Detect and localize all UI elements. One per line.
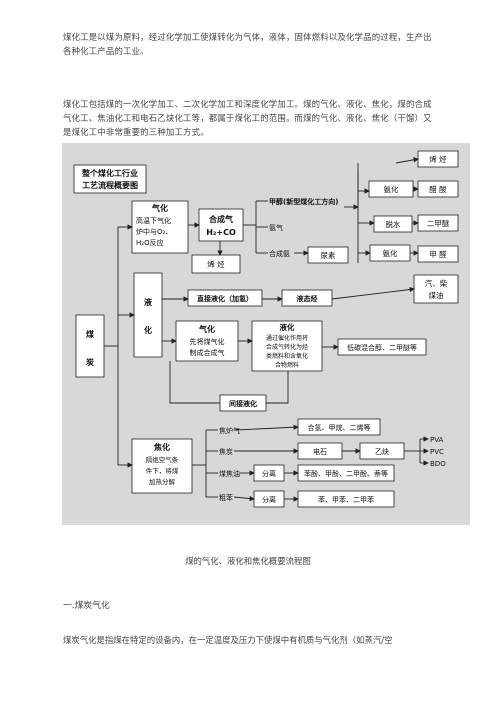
crude-benzene-label: 粗苯: [219, 493, 233, 502]
formaldehyde-label: 甲 醛: [429, 249, 447, 259]
indirect-liquefaction-label: 间接液化: [229, 399, 257, 408]
hydrogen-label: 合氢、甲烷、二烯等: [308, 423, 371, 432]
liquid-hydrocarbon-label: 液态烃: [297, 294, 318, 303]
gasification-line3: H₂O反应: [136, 238, 164, 247]
olefin-top-label: 烯 烃: [429, 154, 447, 164]
methanol-label: 甲醇(新型煤化工方向): [269, 197, 338, 206]
olefin-box-lower: [191, 254, 241, 274]
coal-box: [75, 314, 105, 378]
diagram-title-box: [73, 164, 147, 194]
section-title: 一.煤炭气化: [63, 601, 110, 611]
coal-label-2: 炭: [85, 357, 94, 367]
diagram-title-line2: 工艺流程概要图: [82, 180, 138, 190]
liquefaction-line2: 化: [144, 325, 152, 335]
synammonia-label: 合成氨: [269, 249, 290, 258]
bdo-label: BDO: [430, 460, 446, 468]
gasification-box: [131, 200, 189, 254]
coal-label-1: 煤: [86, 329, 94, 339]
coking-line3: 加热分解: [149, 477, 176, 486]
ammoxidation-label: 氨化: [383, 248, 398, 258]
diagram-title-line1: 整个煤化工行业: [81, 168, 138, 178]
syngas-line1: 合成气: [208, 214, 233, 224]
process-flow-diagram: 整个煤化工行业 工艺流程概要图 煤 炭 气化 高温下气化 炉中与O₂、 H₂O反…: [62, 143, 470, 525]
figure-caption: 煤的气化、液化和焦化概要流程图: [185, 556, 311, 566]
fuel-box: [413, 274, 459, 304]
coke-label: 焦炭: [219, 447, 233, 456]
pvc-label: PVC: [430, 448, 444, 456]
coke-gas-label: 焦炉气: [219, 426, 240, 435]
gasification-line1: 高温下气化: [136, 216, 171, 225]
gasification-paragraph: 煤炭气化是指煤在特定的设备内，在一定温度及压力下使煤中有机质与气化剂（如蒸汽/空: [63, 635, 393, 646]
gasification-line2: 炉中与O₂、: [136, 227, 172, 236]
liquefaction2-line1: 通过催化作用将: [266, 334, 308, 342]
coking-line1: 隔绝空气条: [146, 455, 179, 464]
liquefaction2-title: 液化: [280, 322, 295, 332]
gasification2-title: 气化: [198, 324, 215, 334]
benzenes-label: 苯、甲苯、二甲苯: [318, 495, 374, 504]
coking-box: [131, 438, 193, 494]
liquefaction-line1: 液: [144, 297, 152, 307]
fuel-line2: 煤油: [429, 290, 444, 300]
separate2-label: 分离: [262, 495, 276, 504]
dme-label: 二甲醚: [427, 218, 450, 228]
liquefaction2-line4: 合物燃料: [275, 361, 299, 369]
direct-liquefaction-label: 直接液化（加氢）: [197, 294, 253, 303]
gasification2-line2: 制成合成气: [190, 348, 225, 357]
fuel-line1: 汽、柴: [425, 278, 448, 288]
gasification2-box: [175, 320, 239, 362]
coking-line2: 件下，将煤: [146, 466, 179, 475]
carbide-label: 电石: [313, 447, 327, 456]
liquefaction2-box: [251, 320, 323, 372]
liquefaction2-line2: 合成气转化为烃: [266, 343, 308, 351]
phenols-label: 苯酚、甲酚、二甲酚、萘等: [304, 469, 388, 478]
ammonia-label: 氨气: [269, 223, 283, 232]
urea-label: 尿素: [321, 250, 336, 260]
liquefaction2-line3: 类燃料和含氧化: [266, 352, 308, 360]
coal-tar-label: 煤焦油: [219, 469, 240, 478]
acetylene-label: 乙炔: [375, 447, 389, 456]
acetic-label: 醋 酸: [429, 184, 447, 194]
dehydration-label: 脱水: [386, 219, 401, 229]
intro-paragraph: 煤化工是以煤为原料，经过化学加工使煤转化为气体，液体，固体燃料以及化学品的过程，…: [63, 32, 432, 56]
coking-title: 焦化: [153, 442, 170, 452]
gasification2-line1: 先将煤气化: [190, 337, 225, 346]
separate1-label: 分离: [262, 469, 276, 478]
syngas-line2: H₂+CO: [206, 228, 236, 237]
low-carbon-label: 低碳混合醇、二甲醚等: [347, 343, 417, 352]
scope-paragraph: 煤化工包括煤的一次化学加工、二次化学加工和深度化学加工。煤的气化、液化、焦化，煤…: [63, 99, 432, 137]
syngas-box: [198, 208, 244, 242]
pva-label: PVA: [430, 436, 444, 444]
connector-lines: [104, 157, 429, 502]
liquefaction-box: [133, 272, 163, 358]
gasification-title: 气化: [151, 203, 168, 213]
olefin-lower-label: 烯 烃: [207, 259, 225, 269]
ammoxidation-top-label: 氨化: [384, 184, 399, 194]
